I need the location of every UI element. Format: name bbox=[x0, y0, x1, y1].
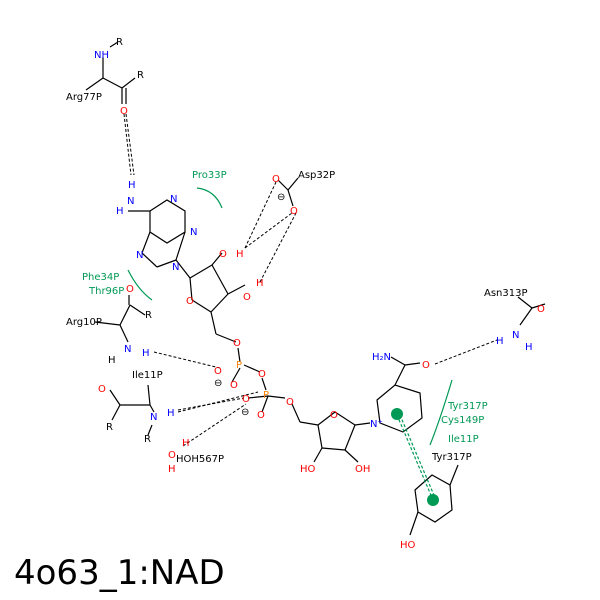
atom-NH: NH bbox=[94, 50, 109, 61]
atom-O: O bbox=[233, 338, 241, 349]
residue-label-asp32: Asp32P bbox=[298, 170, 335, 181]
charge-minus: ⊖ bbox=[277, 192, 285, 203]
atom-N: N bbox=[170, 194, 177, 205]
atom-H: H bbox=[496, 336, 504, 347]
atom-H: H bbox=[256, 278, 264, 289]
atom-O: O bbox=[243, 292, 251, 303]
atom-O: O bbox=[120, 106, 128, 117]
charge-minus: ⊖ bbox=[214, 378, 222, 389]
residue-label-arg77: Arg77P bbox=[66, 92, 102, 103]
atom-O: O bbox=[168, 450, 176, 461]
residue-label-pro33: Pro33P bbox=[192, 170, 227, 181]
atom-N: N bbox=[127, 196, 134, 207]
atom-O: O bbox=[272, 174, 280, 185]
atom-O: O bbox=[214, 366, 222, 377]
atom-O: O bbox=[422, 360, 430, 371]
atom-H: H bbox=[236, 249, 244, 260]
atom-H: H bbox=[108, 355, 116, 366]
atom-O: O bbox=[98, 384, 106, 395]
residue-label-ile11: Ile11P bbox=[132, 370, 163, 381]
atom-P: P bbox=[263, 390, 269, 401]
atom-O: O bbox=[290, 206, 298, 217]
residue-label-arg10: Arg10P bbox=[66, 317, 102, 328]
residue-label-thr96: Thr96P bbox=[88, 286, 124, 297]
atom-O: O bbox=[257, 410, 265, 421]
atom-O: O bbox=[330, 410, 338, 421]
atom-O: O bbox=[537, 304, 545, 315]
residue-label-tyr317: Tyr317P bbox=[447, 401, 488, 412]
atom-O: O bbox=[242, 394, 250, 405]
atom-H: H bbox=[525, 342, 533, 353]
residue-label-asn313: Asn313P bbox=[484, 288, 528, 299]
atom-H: H bbox=[128, 180, 136, 191]
atom-H: H bbox=[116, 206, 124, 217]
atom-HO: HO bbox=[300, 464, 316, 475]
atom-R: R bbox=[106, 422, 113, 433]
residue-label-ile11-hydrophobic: Ile11P bbox=[448, 434, 479, 445]
atom-HO: HO bbox=[400, 540, 416, 551]
atom-H: H bbox=[167, 408, 175, 419]
atom-P: P bbox=[236, 360, 242, 371]
atom-H: H bbox=[168, 464, 176, 475]
atom-H2N: H₂N bbox=[372, 352, 391, 363]
atom-N: N bbox=[150, 412, 157, 423]
atom-N: N bbox=[172, 262, 179, 273]
atom-N: N bbox=[190, 227, 197, 238]
atom-OH: OH bbox=[355, 464, 370, 475]
atom-R: R bbox=[137, 70, 144, 81]
atom-labels: NH R R O H N H N N N N O O H O H O O ⊖ O… bbox=[94, 37, 545, 551]
hydrophobic-contacts bbox=[127, 187, 453, 501]
atom-N: N bbox=[136, 250, 143, 261]
residue-label-phe34: Phe34P bbox=[82, 272, 119, 283]
pi-centroid-nicotinamide bbox=[391, 408, 403, 420]
atom-R: R bbox=[116, 37, 123, 48]
atom-O: O bbox=[230, 380, 238, 391]
residue-label-hoh567: HOH567P bbox=[176, 454, 224, 465]
atom-O: O bbox=[258, 369, 266, 380]
atom-R: R bbox=[145, 310, 152, 321]
atom-O: O bbox=[219, 249, 227, 260]
residue-label-cys149: Cys149P bbox=[441, 415, 484, 426]
atom-O: O bbox=[186, 296, 194, 307]
atom-R: R bbox=[144, 434, 151, 445]
atom-O: O bbox=[286, 397, 294, 408]
atom-N: N bbox=[512, 330, 519, 341]
atom-N: N bbox=[124, 344, 131, 355]
atom-O: O bbox=[126, 284, 134, 295]
residue-labels: Arg77P Pro33P Asp32P Phe34P Thr96P Arg10… bbox=[66, 92, 528, 465]
atom-N-plus: N⁺ bbox=[370, 419, 383, 430]
residue-label-tyr317-ring: Tyr317P bbox=[431, 452, 472, 463]
pi-centroid-tyr317 bbox=[427, 494, 439, 506]
ligand-bonds bbox=[85, 41, 546, 536]
hydrogen-bonds bbox=[123, 113, 498, 447]
atom-H: H bbox=[182, 438, 190, 449]
charge-minus: ⊖ bbox=[241, 407, 249, 418]
ligand-caption: 4o63_1:NAD bbox=[14, 553, 225, 593]
atom-H: H bbox=[142, 348, 150, 359]
